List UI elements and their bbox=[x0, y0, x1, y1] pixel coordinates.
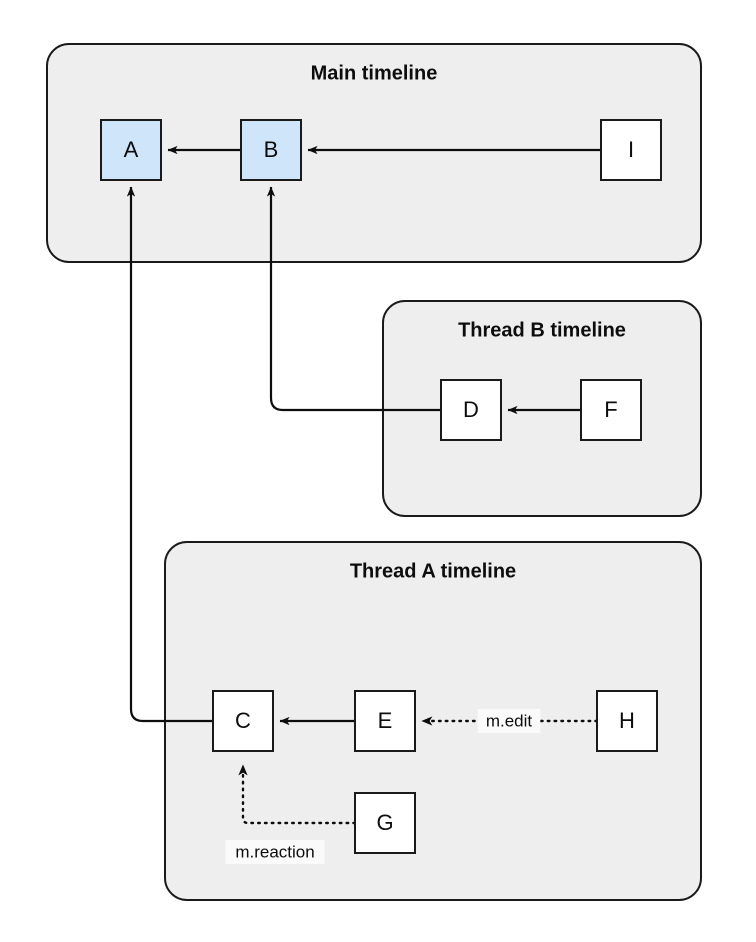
event-nodes: A B I D F C E H G bbox=[100, 119, 662, 854]
event-node-box[interactable] bbox=[440, 379, 502, 441]
edge-label-G-to-C: m.reaction bbox=[225, 840, 325, 864]
event-node-box[interactable] bbox=[580, 379, 642, 441]
edge-labels: m.edit m.reaction bbox=[225, 709, 541, 864]
timeline-group-title: Thread A timeline bbox=[350, 560, 516, 582]
edge-label-text: m.reaction bbox=[235, 842, 314, 861]
event-node-H[interactable]: H bbox=[596, 690, 658, 752]
timeline-group-main: Main timeline bbox=[46, 43, 702, 263]
edge-label-H-to-E: m.edit bbox=[477, 709, 541, 733]
timeline-group-box bbox=[46, 43, 702, 263]
event-node-G[interactable]: G bbox=[354, 792, 416, 854]
event-node-label: I bbox=[628, 137, 634, 162]
edge-label-background bbox=[477, 709, 541, 733]
timeline-group-box bbox=[382, 300, 702, 517]
event-node-label: A bbox=[124, 137, 139, 162]
event-node-label: D bbox=[463, 397, 479, 422]
edge-label-text: m.edit bbox=[486, 711, 533, 730]
event-node-D[interactable]: D bbox=[440, 379, 502, 441]
edge-D-to-B bbox=[266, 186, 441, 412]
event-node-label: E bbox=[378, 708, 393, 733]
event-node-label: F bbox=[604, 397, 617, 422]
edge-label-background bbox=[225, 840, 325, 864]
edge-C-to-A bbox=[126, 186, 213, 723]
event-node-box[interactable] bbox=[600, 119, 662, 181]
event-node-F[interactable]: F bbox=[580, 379, 642, 441]
timeline-group-title: Thread B timeline bbox=[458, 319, 626, 341]
event-node-label: C bbox=[235, 708, 251, 733]
edge-G-to-C bbox=[238, 763, 357, 825]
event-node-A[interactable]: A bbox=[100, 119, 162, 181]
timeline-group-thread-b: Thread B timeline bbox=[382, 300, 702, 517]
event-node-box[interactable] bbox=[100, 119, 162, 181]
event-node-B[interactable]: B bbox=[240, 119, 302, 181]
event-node-C[interactable]: C bbox=[212, 690, 274, 752]
event-node-E[interactable]: E bbox=[354, 690, 416, 752]
event-node-box[interactable] bbox=[354, 690, 416, 752]
timeline-group-title: Main timeline bbox=[311, 62, 438, 84]
event-node-box[interactable] bbox=[596, 690, 658, 752]
event-node-label: B bbox=[264, 137, 279, 162]
event-node-box[interactable] bbox=[354, 792, 416, 854]
event-node-box[interactable] bbox=[212, 690, 274, 752]
event-node-label: G bbox=[376, 810, 393, 835]
event-node-box[interactable] bbox=[240, 119, 302, 181]
event-node-I[interactable]: I bbox=[600, 119, 662, 181]
event-node-label: H bbox=[619, 708, 635, 733]
